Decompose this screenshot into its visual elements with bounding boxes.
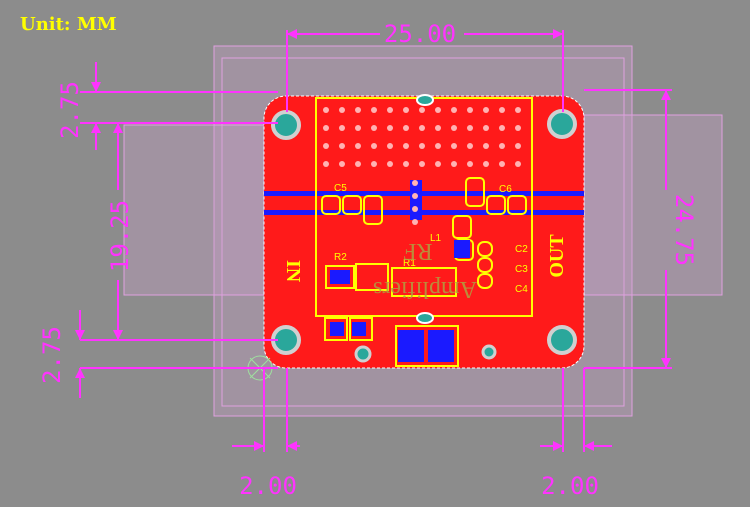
header-pin (435, 125, 441, 131)
header-pin (499, 161, 505, 167)
header-pin (403, 107, 409, 113)
header-pin (387, 107, 393, 113)
header-pin (499, 107, 505, 113)
pcb-board: C5 C6 L1 R2 R1 C2 C3 C4 IN OUT RF Amplif… (247, 94, 585, 381)
header-pin (483, 143, 489, 149)
header-pin (371, 143, 377, 149)
header-pin (355, 143, 361, 149)
header-pin (371, 125, 377, 131)
label-r1: R1 (403, 258, 416, 269)
header-pin (467, 143, 473, 149)
label-c4: C4 (515, 284, 528, 295)
header-pin (515, 107, 521, 113)
component-outlines (321, 177, 527, 367)
header-pins (323, 107, 521, 167)
brand-line1: RF (403, 238, 432, 264)
label-out: OUT (546, 234, 568, 278)
header-pin (467, 161, 473, 167)
header-pin (387, 161, 393, 167)
trace-bottom (264, 210, 584, 215)
header-pin (339, 125, 345, 131)
header-pin (387, 125, 393, 131)
header-pin (419, 107, 425, 113)
header-pin (515, 143, 521, 149)
label-c3: C3 (515, 264, 528, 275)
header-pin (323, 143, 329, 149)
header-pin (467, 125, 473, 131)
header-pin (403, 143, 409, 149)
header-pin (371, 107, 377, 113)
header-pin (387, 143, 393, 149)
brand-line2: Amplifiers (373, 276, 477, 302)
header-pin (451, 125, 457, 131)
header-pin (435, 143, 441, 149)
header-pin (451, 143, 457, 149)
unit-label: Unit: MM (20, 14, 117, 35)
label-c6: C6 (499, 184, 512, 195)
label-l1: L1 (430, 233, 442, 244)
label-c2: C2 (515, 244, 528, 255)
header-pin (403, 161, 409, 167)
header-pin (483, 107, 489, 113)
header-pin (515, 125, 521, 131)
dim-left-bottom: 2.75 (38, 326, 66, 384)
header-pin (419, 125, 425, 131)
header-pin (339, 143, 345, 149)
header-pin (419, 143, 425, 149)
header-pin (403, 125, 409, 131)
label-c5: C5 (334, 183, 347, 194)
header-pin (499, 143, 505, 149)
dim-top-width: 25.00 (384, 20, 456, 48)
header-pin (355, 161, 361, 167)
header-pin (483, 125, 489, 131)
dim-right-height: 24.75 (670, 194, 698, 266)
header-pin (371, 161, 377, 167)
dim-left-middle: 19.25 (106, 200, 134, 272)
header-pin (323, 161, 329, 167)
trace-top (264, 191, 584, 196)
header-pin (419, 161, 425, 167)
dim-bottom-left: 2.00 (239, 472, 297, 500)
header-pin (323, 125, 329, 131)
header-pin (355, 125, 361, 131)
header-pin (451, 161, 457, 167)
header-pin (451, 107, 457, 113)
component-pads (330, 240, 470, 362)
label-r2: R2 (334, 252, 347, 263)
header-pin (499, 125, 505, 131)
header-pin (355, 107, 361, 113)
label-in: IN (282, 260, 304, 283)
dimension-arrows (75, 29, 671, 451)
header-pin (435, 161, 441, 167)
header-pin (435, 107, 441, 113)
header-pin (323, 107, 329, 113)
dim-bottom-right: 2.00 (541, 472, 599, 500)
dim-left-top: 2.75 (56, 81, 84, 139)
header-pin (339, 161, 345, 167)
header-pin (515, 161, 521, 167)
header-pin (467, 107, 473, 113)
header-pin (483, 161, 489, 167)
header-pin (339, 107, 345, 113)
